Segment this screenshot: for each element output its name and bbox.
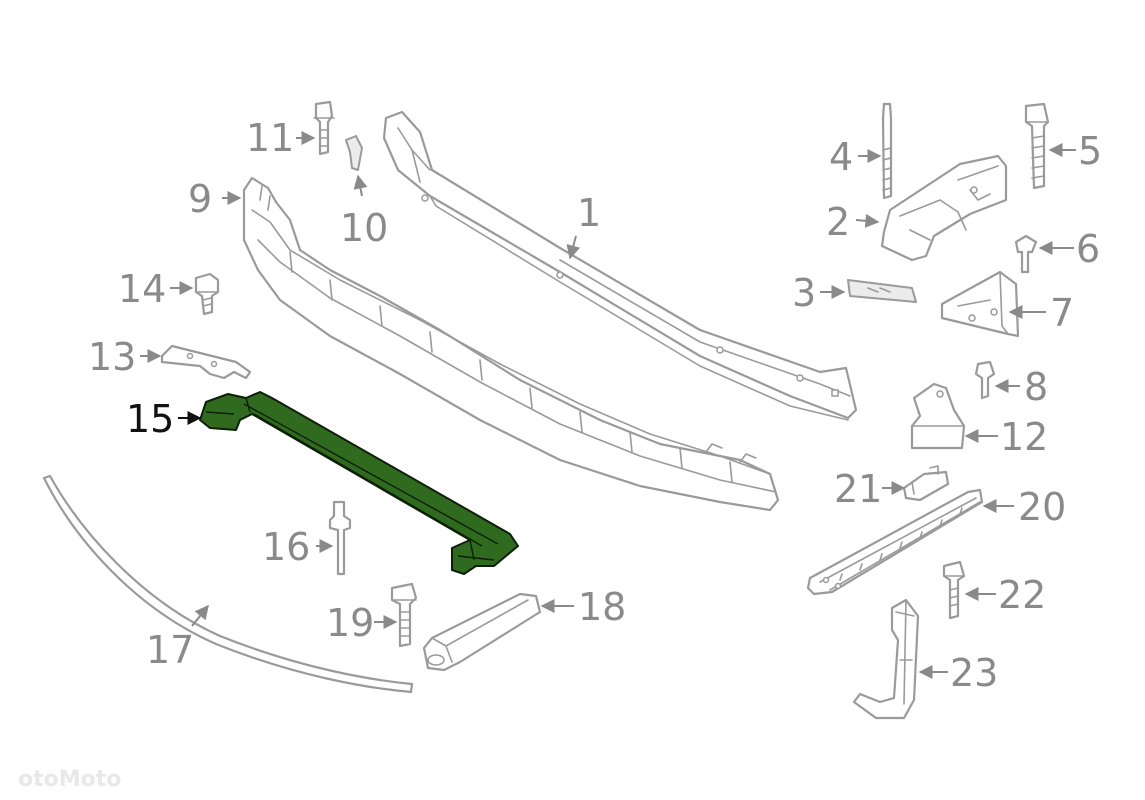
callout-7: 7 — [1050, 291, 1074, 335]
callout-5: 5 — [1078, 129, 1102, 173]
part-9-energy-absorber — [242, 176, 780, 512]
part-23-bracket — [852, 598, 920, 720]
part-10-clip — [345, 135, 363, 171]
callout-20: 20 — [1018, 485, 1066, 529]
callout-9: 9 — [188, 177, 212, 221]
callout-2: 2 — [826, 200, 850, 244]
part-20-rail — [806, 488, 984, 596]
part-3-pad — [847, 279, 917, 303]
part-13-bracket — [160, 344, 252, 380]
callout-labels: 1 2 3 4 5 6 7 8 9 10 11 12 13 14 15 16 1… — [88, 116, 1102, 695]
part-18-sleeve — [422, 592, 542, 672]
part-14-bolt — [194, 272, 220, 316]
part-21-clip — [902, 465, 950, 502]
part-8-bolt — [974, 360, 996, 400]
callout-19: 19 — [326, 601, 374, 645]
callout-23: 23 — [950, 651, 998, 695]
callout-8: 8 — [1024, 365, 1048, 409]
part-15-lower-stiffener — [199, 391, 519, 575]
callout-4: 4 — [829, 135, 853, 179]
callout-10: 10 — [340, 206, 388, 250]
part-17-seal-strip — [42, 474, 414, 694]
callout-13: 13 — [88, 335, 136, 379]
part-4-stud — [881, 102, 893, 200]
callout-18: 18 — [578, 585, 626, 629]
callout-11: 11 — [246, 116, 294, 160]
part-6-bolt — [1014, 234, 1038, 274]
part-5-bolt — [1024, 102, 1050, 190]
part-11-bolt — [313, 100, 335, 156]
callout-14: 14 — [118, 267, 166, 311]
callout-21: 21 — [834, 467, 882, 511]
callout-17: 17 — [146, 628, 194, 672]
callout-6: 6 — [1076, 227, 1100, 271]
callout-12: 12 — [1000, 415, 1048, 459]
callout-16: 16 — [262, 525, 310, 569]
part-12-bracket — [910, 382, 966, 450]
callout-3: 3 — [792, 271, 816, 315]
part-7-bracket — [940, 270, 1020, 338]
part-16-rivet — [328, 500, 352, 576]
callout-1: 1 — [577, 191, 601, 235]
part-22-bolt — [942, 560, 966, 620]
callout-22: 22 — [998, 573, 1046, 617]
part-1-reinforcement-beam — [382, 110, 858, 421]
callout-15: 15 — [126, 397, 174, 441]
part-19-bolt — [390, 582, 418, 648]
watermark-logo: otoMoto — [18, 767, 121, 792]
part-2-crash-box — [880, 154, 1008, 262]
leader-lines — [140, 131, 1076, 679]
